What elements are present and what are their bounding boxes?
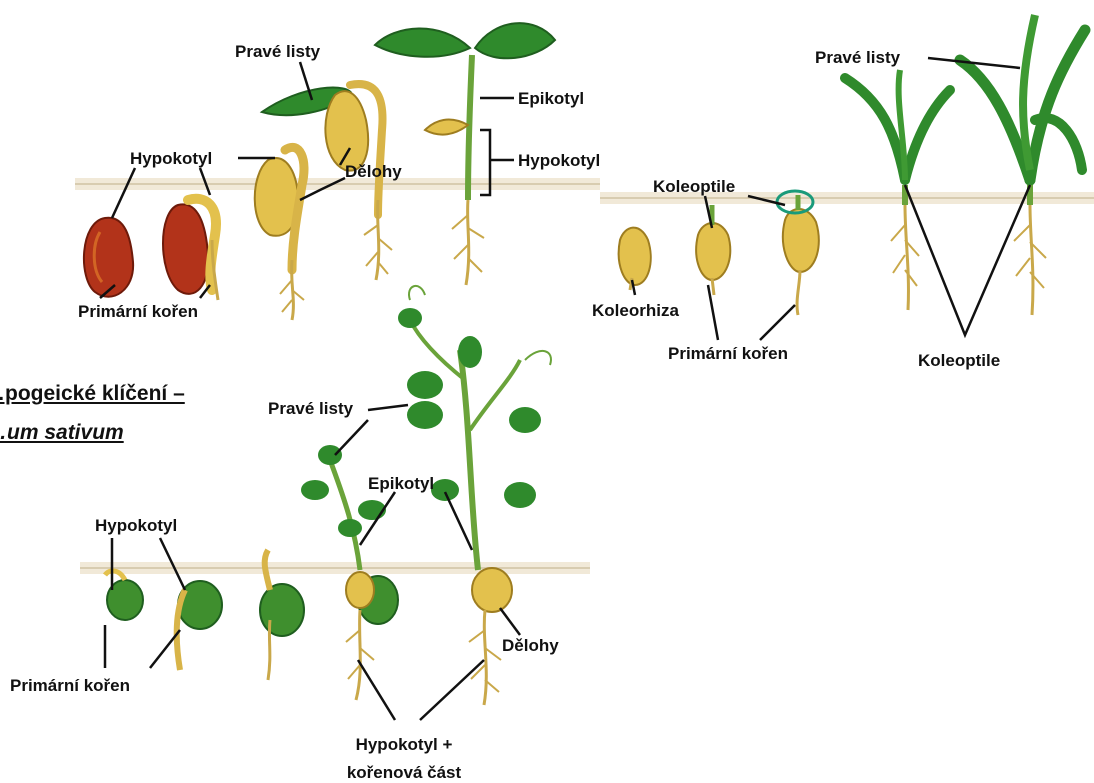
pea-seed-1 [105, 571, 143, 620]
label-corn-koleoptile-bottom: Koleoptile [918, 352, 1000, 369]
title-line-1: …pogeické klíčení – [0, 383, 185, 404]
corn-seed-1 [619, 228, 651, 290]
label-bean-primarni-koren: Primární kořen [78, 303, 198, 320]
corn-plant-2 [960, 15, 1085, 315]
label-bean-hypokotyl-right: Hypokotyl [518, 152, 600, 169]
label-bean-hypokotyl-left: Hypokotyl [130, 150, 212, 167]
label-corn-koleorhiza: Koleorhiza [592, 302, 679, 319]
leader-pea-primarni-koren [105, 625, 180, 668]
leader-bean-seed1 [112, 168, 135, 218]
label-pea-hypokotyl-koren-2: kořenová část [334, 764, 474, 781]
leader-pea-hypokotyl-koren [358, 660, 484, 720]
label-bean-epikotyl: Epikotyl [518, 90, 584, 107]
bean-seed-1 [84, 218, 133, 297]
leader-pea-delohy [500, 608, 520, 635]
label-corn-koleoptile-top: Koleoptile [653, 178, 735, 195]
corn-seed-2 [696, 205, 730, 295]
corn-plant-1 [845, 70, 950, 310]
label-corn-prave-listy: Pravé listy [815, 49, 900, 66]
title-line-2: …um sativum [0, 422, 124, 443]
label-bean-prave-listy: Pravé listy [235, 43, 320, 60]
label-pea-primarni-koren: Primární kořen [10, 677, 130, 694]
label-bean-delohy: Dělohy [345, 163, 402, 180]
label-pea-hypokotyl: Hypokotyl [95, 517, 177, 534]
leader-corn-primarni-koren [708, 285, 795, 340]
label-pea-epikotyl: Epikotyl [368, 475, 434, 492]
pea-seed-2 [177, 581, 222, 670]
label-pea-hypokotyl-koren-1: Hypokotyl + [334, 736, 474, 753]
label-corn-primarni-koren: Primární kořen [668, 345, 788, 362]
bean-seedling-3 [255, 147, 304, 320]
leader-corn-koleoptile-bottom [905, 185, 1030, 335]
label-pea-delohy: Dělohy [502, 637, 559, 654]
label-pea-prave-listy: Pravé listy [268, 400, 353, 417]
